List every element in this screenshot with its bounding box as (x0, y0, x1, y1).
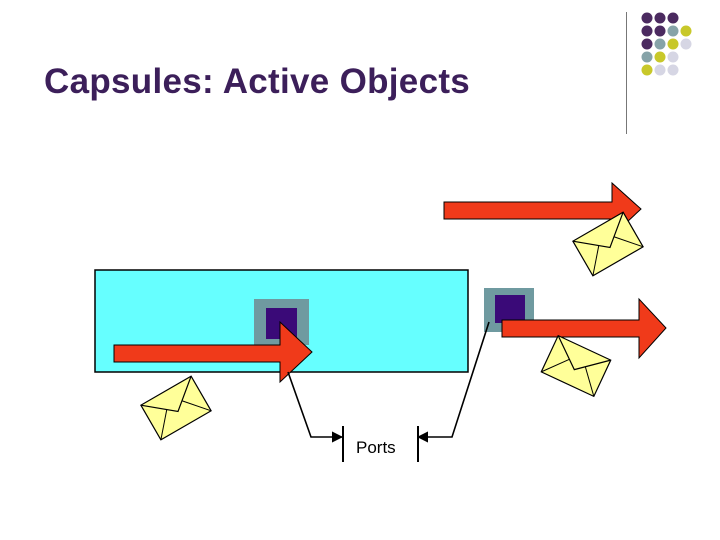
ports-callout-right (416, 321, 490, 443)
decorative-dot (680, 25, 692, 37)
decorative-dot (641, 25, 653, 37)
decorative-dot (667, 25, 679, 37)
decorative-dot (654, 51, 666, 63)
decorative-dot (680, 38, 692, 50)
decorative-dot (667, 38, 679, 50)
decorative-dot (667, 64, 679, 76)
decorative-dot (641, 12, 653, 24)
decorative-dot (641, 51, 653, 63)
decorative-dot (654, 12, 666, 24)
decorative-dot (667, 51, 679, 63)
message-arrow-outgoing-bottom (501, 297, 667, 360)
ports-label: Ports (356, 438, 396, 457)
decorative-dot (654, 64, 666, 76)
envelope-message-outgoing-bottom (540, 334, 612, 398)
slide-title: Capsules: Active Objects (44, 62, 471, 101)
title-divider-line (626, 12, 627, 134)
decorative-dot (667, 12, 679, 24)
decorative-dot (654, 38, 666, 50)
decorative-dot (641, 38, 653, 50)
decorative-dot (654, 25, 666, 37)
decorative-dot (641, 64, 653, 76)
message-arrow-incoming (113, 320, 313, 384)
envelope-message-incoming (140, 375, 212, 441)
envelope-message-outgoing-top (572, 211, 644, 277)
ports-callout-left (287, 371, 344, 443)
